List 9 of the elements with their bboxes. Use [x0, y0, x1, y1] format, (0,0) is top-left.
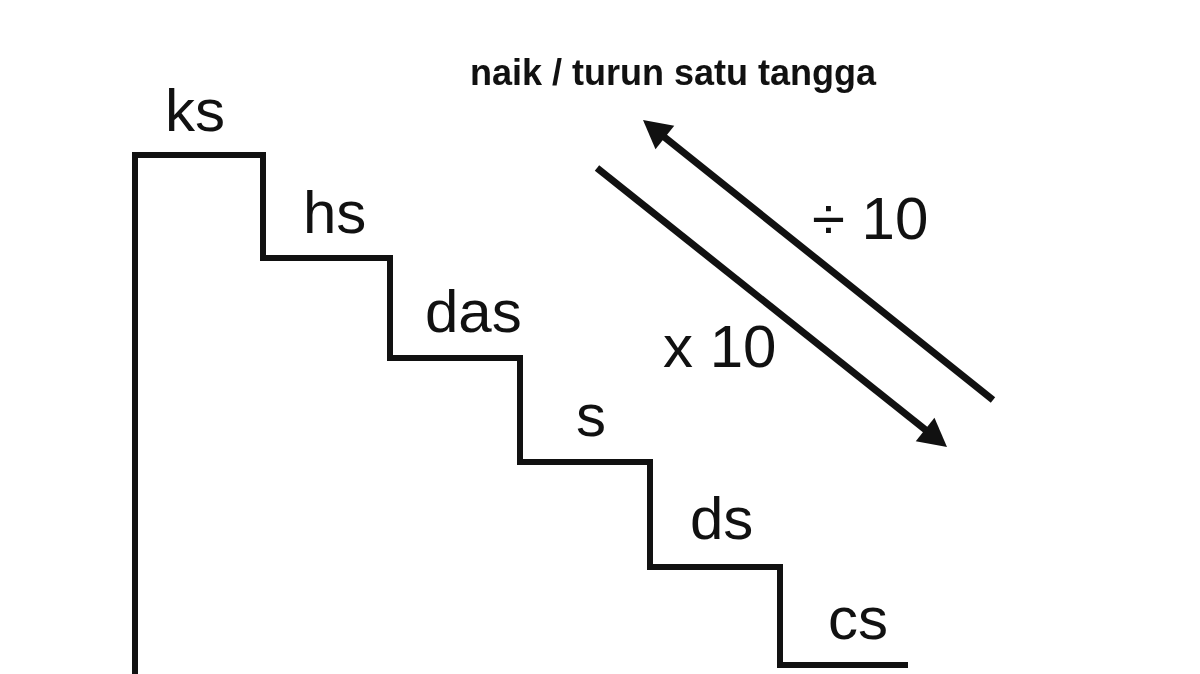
step-label: hs [303, 183, 367, 243]
arrow-label: ÷ 10 [812, 189, 929, 249]
step-label: das [425, 282, 522, 342]
arrow-label: x 10 [663, 317, 777, 377]
step-label: cs [828, 589, 888, 649]
step-label: s [576, 386, 606, 446]
step-label: ds [690, 489, 754, 549]
step-label: ks [165, 81, 225, 141]
arrow-caption: naik / turun satu tangga [470, 55, 877, 91]
